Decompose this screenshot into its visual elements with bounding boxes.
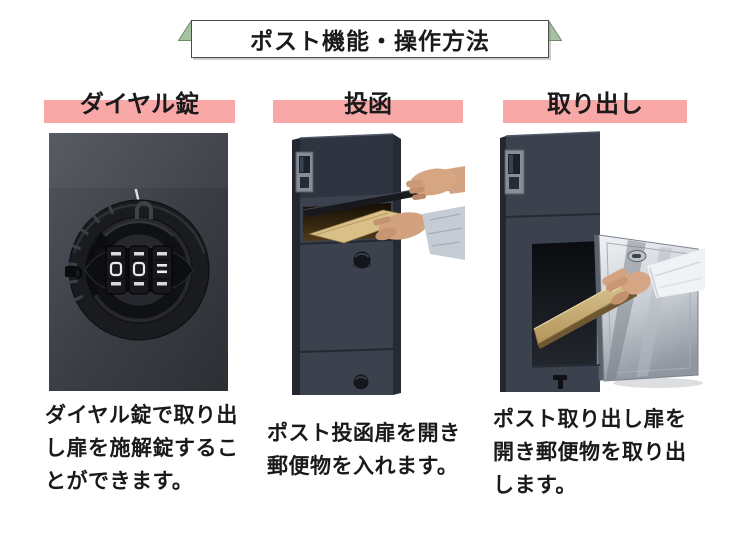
mail-insertion-photo bbox=[292, 133, 465, 395]
header-highlight-bar bbox=[273, 100, 463, 123]
header-highlight-bar bbox=[503, 100, 687, 123]
column-header-retrieval: 取り出し bbox=[547, 91, 643, 118]
ribbon-fold-right-icon bbox=[548, 20, 562, 41]
title-banner: ポスト機能・操作方法 bbox=[191, 20, 549, 58]
mail-retrieval-photo bbox=[500, 131, 705, 392]
description-insertion: ポスト投函扉を開き 郵便物を入れます。 bbox=[267, 422, 461, 478]
header-highlight-bar bbox=[44, 100, 235, 123]
page-title: ポスト機能・操作方法 bbox=[250, 28, 490, 54]
description-retrieval: ポスト取り出し扉を 開き郵便物を取り出 します。 bbox=[493, 408, 687, 497]
column-header-insertion: 投函 bbox=[344, 91, 392, 118]
ribbon-fold-left-icon bbox=[178, 20, 192, 41]
dial-lock-photo bbox=[49, 133, 228, 391]
description-dial-lock: ダイヤル錠で取り出 し扉を施解錠するこ とができます。 bbox=[45, 404, 239, 493]
column-header-dial-lock: ダイヤル錠 bbox=[79, 91, 200, 118]
